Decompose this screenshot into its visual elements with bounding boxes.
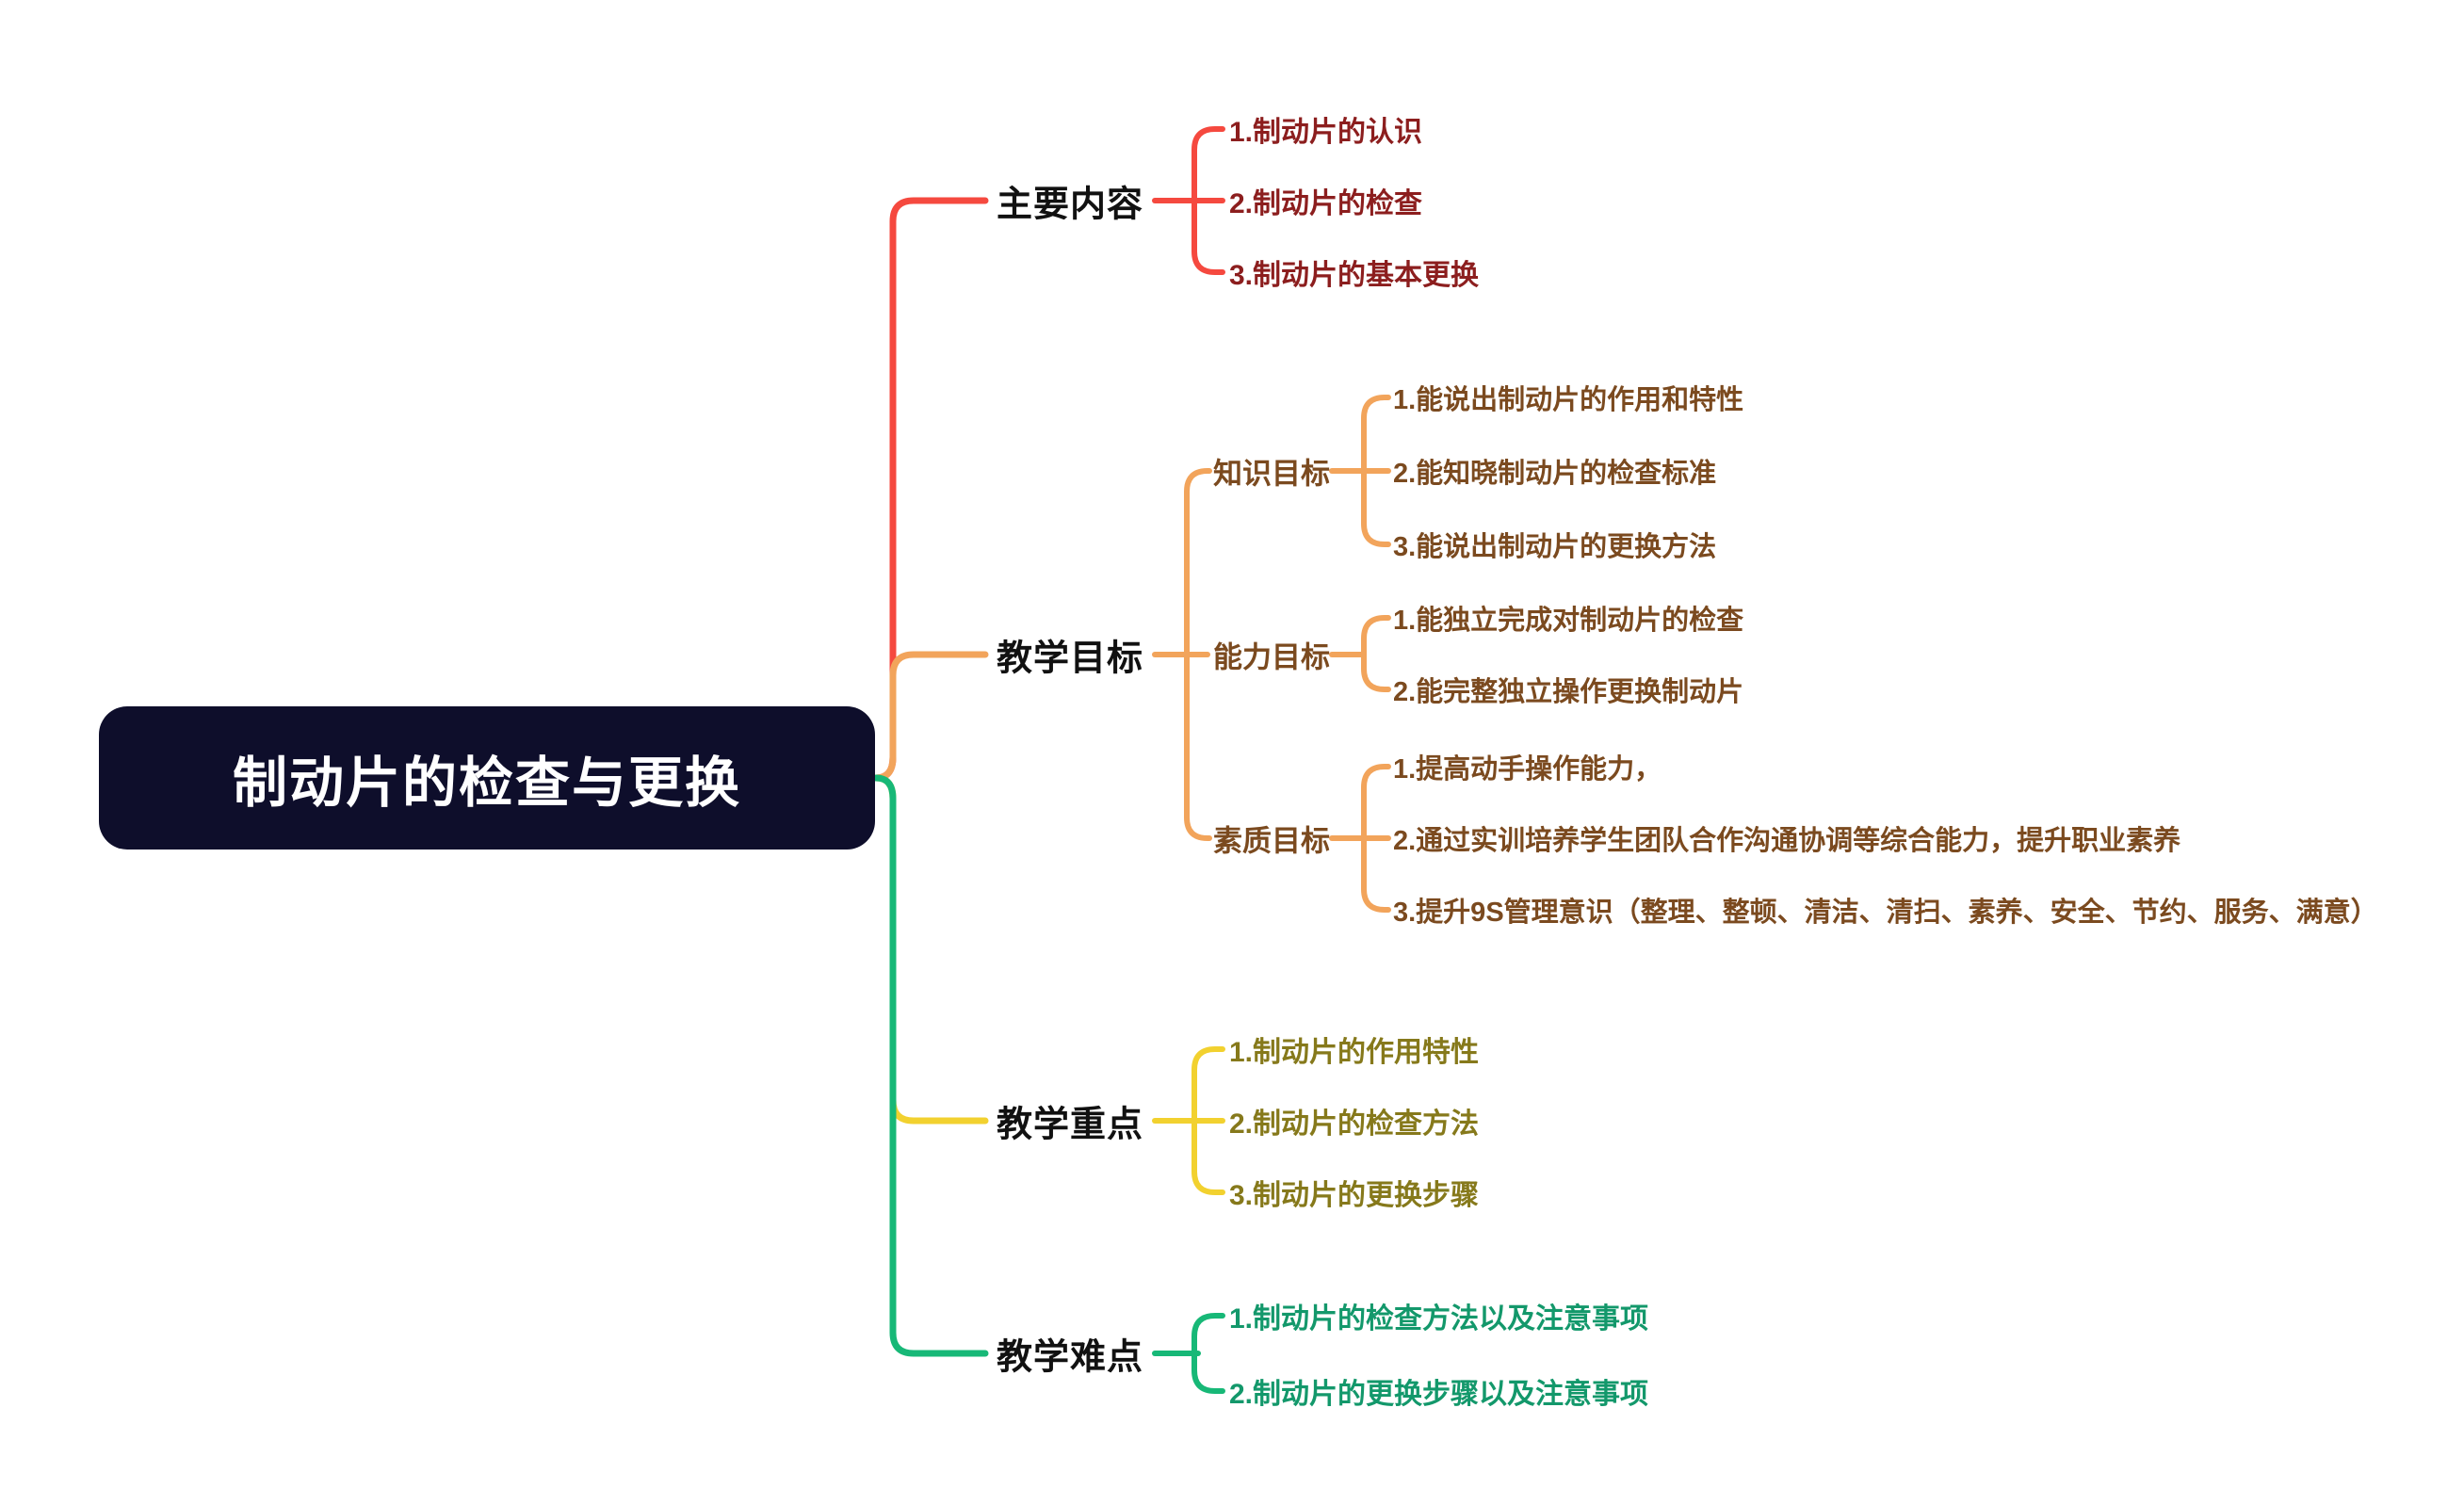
branch-line-knowledge-children — [1361, 395, 1391, 547]
topic-item-quality-1[interactable]: 1.提高动手操作能力， — [1393, 754, 1662, 785]
topic-item-main-content-3[interactable]: 3.制动片的基本更换 — [1229, 260, 1480, 291]
branch-label-difficulties[interactable]: 教学难点 — [997, 1337, 1144, 1378]
branch-line-quality-children — [1361, 764, 1391, 913]
branch-line-difficulties — [872, 774, 989, 1357]
subtopic-quality-objectives[interactable]: 素质目标 — [1213, 824, 1330, 858]
topic-item-knowledge-2[interactable]: 2.能知晓制动片的检查标准 — [1393, 459, 1717, 489]
branch-line-main-content-children — [1191, 126, 1225, 275]
topic-item-main-content-1[interactable]: 1.制动片的认识 — [1229, 117, 1423, 148]
branch-label-teaching-objectives[interactable]: 教学目标 — [997, 639, 1144, 679]
topic-item-quality-2[interactable]: 2.通过实训培养学生团队合作沟通协调等综合能力，提升职业素养 — [1393, 826, 2181, 856]
branch-label-key-points[interactable]: 教学重点 — [997, 1105, 1144, 1145]
central-topic[interactable]: 制动片的检查与更换 — [99, 706, 875, 850]
topic-item-difficulty-2[interactable]: 2.制动片的更换步骤以及注意事项 — [1229, 1379, 1649, 1410]
subtopic-knowledge-objectives[interactable]: 知识目标 — [1213, 457, 1330, 491]
topic-item-quality-3[interactable]: 3.提升9S管理意识（整理、整顿、清洁、清扫、素养、安全、节约、服务、满意） — [1393, 898, 2378, 928]
branch-label-main-content[interactable]: 主要内容 — [997, 185, 1144, 225]
topic-item-ability-2[interactable]: 2.能完整独立操作更换制动片 — [1393, 677, 1744, 707]
branch-line-key-points-children — [1191, 1046, 1225, 1195]
topic-item-knowledge-1[interactable]: 1.能说出制动片的作用和特性 — [1393, 385, 1744, 415]
topic-item-key-point-1[interactable]: 1.制动片的作用特性 — [1229, 1037, 1480, 1068]
branch-line-difficulties-children — [1191, 1313, 1225, 1394]
topic-item-key-point-2[interactable]: 2.制动片的检查方法 — [1229, 1109, 1480, 1140]
topic-item-main-content-2[interactable]: 2.制动片的检查 — [1229, 188, 1423, 219]
subtopic-ability-objectives[interactable]: 能力目标 — [1213, 640, 1330, 674]
branch-line-objectives — [872, 651, 989, 782]
topic-item-knowledge-3[interactable]: 3.能说出制动片的更换方法 — [1393, 532, 1717, 562]
topic-item-difficulty-1[interactable]: 1.制动片的检查方法以及注意事项 — [1229, 1303, 1649, 1335]
branch-line-ability-children — [1361, 615, 1391, 692]
topic-item-ability-1[interactable]: 1.能独立完成对制动片的检查 — [1393, 606, 1744, 636]
branch-line-objectives-subtopics — [1184, 468, 1212, 841]
topic-item-key-point-3[interactable]: 3.制动片的更换步骤 — [1229, 1180, 1480, 1211]
